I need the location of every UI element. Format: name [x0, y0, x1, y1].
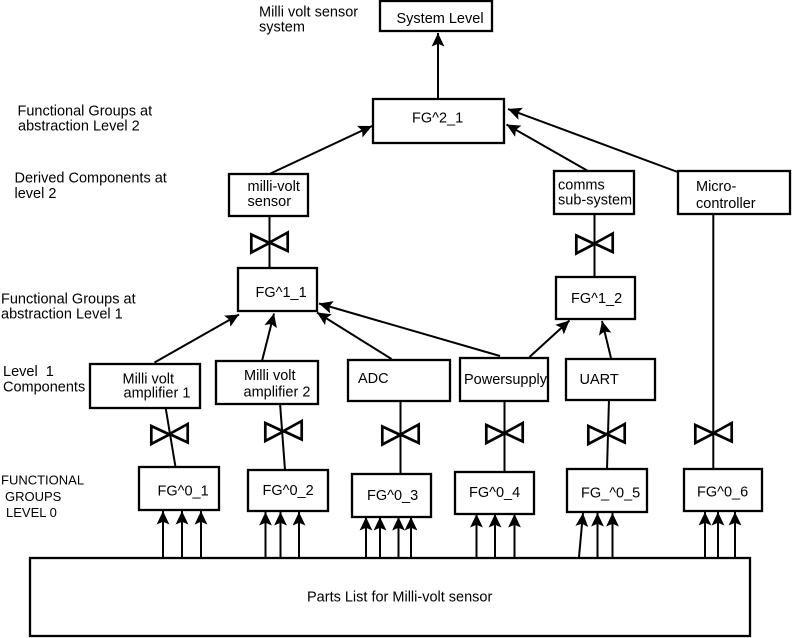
svg-text:System Level: System Level: [397, 11, 484, 27]
svg-text:GROUPS: GROUPS: [5, 489, 62, 504]
svg-text:Micro-: Micro-: [696, 179, 736, 195]
svg-text:abstraction Level 1: abstraction Level 1: [1, 307, 123, 323]
svg-text:Milli volt: Milli volt: [123, 372, 175, 388]
svg-text:FG^0_2: FG^0_2: [263, 483, 314, 499]
svg-text:sub-system: sub-system: [558, 193, 632, 209]
svg-text:FG_^0_5: FG_^0_5: [581, 486, 640, 502]
svg-text:comms: comms: [558, 178, 605, 194]
svg-text:Derived Components at: Derived Components at: [15, 171, 167, 187]
svg-text:milli-volt: milli-volt: [248, 179, 300, 195]
svg-text:ADC: ADC: [358, 371, 389, 387]
svg-text:UART: UART: [580, 372, 619, 388]
svg-text:Milli volt: Milli volt: [244, 368, 296, 384]
svg-text:system: system: [259, 20, 305, 36]
svg-text:Milli volt sensor: Milli volt sensor: [259, 5, 358, 21]
svg-text:FG^1_1: FG^1_1: [256, 285, 307, 301]
svg-text:FG^0_3: FG^0_3: [367, 488, 418, 504]
svg-text:abstraction Level 2: abstraction Level 2: [18, 119, 140, 135]
svg-text:Level 1: Level 1: [3, 364, 54, 380]
svg-text:level 2: level 2: [15, 186, 57, 202]
svg-text:FG^0_1: FG^0_1: [158, 484, 209, 500]
svg-text:FG^1_2: FG^1_2: [571, 291, 622, 307]
svg-text:Parts List for Milli-volt sens: Parts List for Milli-volt sensor: [307, 590, 492, 606]
svg-text:sensor: sensor: [248, 194, 292, 210]
svg-text:amplifier 2: amplifier 2: [244, 385, 311, 401]
svg-text:FG^0_4: FG^0_4: [469, 485, 520, 501]
svg-text:FG^2_1: FG^2_1: [412, 111, 463, 127]
svg-text:FUNCTIONAL: FUNCTIONAL: [1, 473, 84, 488]
svg-text:controller: controller: [696, 196, 756, 212]
svg-text:Powersupply: Powersupply: [464, 372, 548, 388]
svg-text:amplifier 1: amplifier 1: [124, 386, 191, 402]
svg-text:Functional Groups at: Functional Groups at: [18, 104, 153, 120]
svg-text:FG^0_6: FG^0_6: [697, 485, 748, 501]
svg-text:LEVEL 0: LEVEL 0: [6, 505, 57, 520]
svg-text:Functional Groups at: Functional Groups at: [1, 292, 136, 308]
svg-text:Components: Components: [3, 380, 85, 396]
